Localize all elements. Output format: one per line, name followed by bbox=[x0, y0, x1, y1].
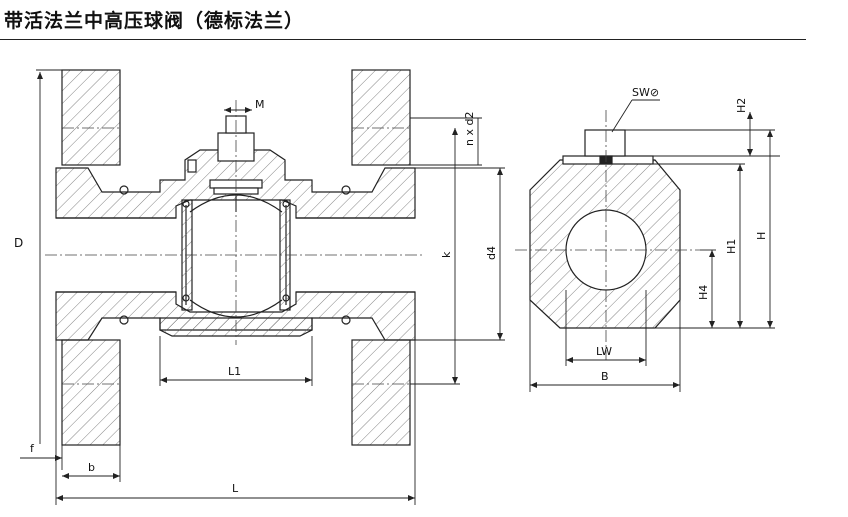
dim-label-L: L bbox=[232, 482, 239, 495]
dim-label-b: b bbox=[88, 461, 95, 474]
left-flange-upper bbox=[61, 69, 121, 166]
dim-label-L1: L1 bbox=[228, 365, 241, 378]
right-flange-lower bbox=[351, 339, 411, 446]
dim-label-f: f bbox=[30, 442, 35, 455]
end-view-stem bbox=[584, 129, 626, 157]
right-flange-upper bbox=[351, 69, 411, 166]
dim-label-H2: H2 bbox=[735, 98, 748, 113]
side-view-centerlines bbox=[45, 100, 425, 385]
dim-label-n-x-d2: n x d2 bbox=[463, 112, 476, 146]
dim-label-B: B bbox=[601, 370, 609, 383]
end-view bbox=[529, 129, 681, 329]
dim-label-D: D bbox=[14, 236, 23, 250]
dim-label-LW: LW bbox=[596, 345, 612, 358]
dim-label-k: k bbox=[440, 251, 453, 258]
side-view-dimension-lines bbox=[20, 69, 505, 505]
body-lower bbox=[55, 291, 416, 341]
end-view-dimension-lines bbox=[529, 99, 780, 392]
dim-label-d4: d4 bbox=[485, 246, 498, 260]
end-view-centerlines bbox=[515, 110, 700, 360]
page-title: 带活法兰中高压球阀（德标法兰） bbox=[4, 10, 305, 32]
dim-label-SW: SW⊘ bbox=[632, 86, 659, 99]
left-flange-lower bbox=[61, 339, 121, 446]
dim-label-M: M bbox=[255, 98, 265, 111]
title-divider bbox=[0, 39, 806, 40]
dim-label-H1: H1 bbox=[725, 239, 738, 254]
dim-label-H: H bbox=[755, 232, 768, 240]
dim-label-H4: H4 bbox=[697, 285, 710, 300]
side-view bbox=[55, 69, 416, 446]
